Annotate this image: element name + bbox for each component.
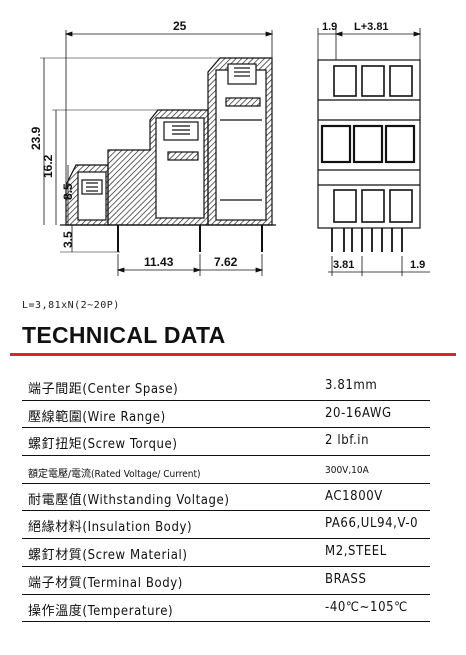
spec-value: 300V,10A [325,465,369,477]
spec-label: 額定電壓/電流(Rated Voltage/ Current) [28,469,201,481]
pitch-formula: L=3,81xN(2~20P) [22,300,120,311]
spec-row-center-spacing: 端子間距(Center Spase) 3.81mm [22,375,452,403]
dim-1-9-top-label: 1.9 [322,21,337,33]
spec-value: -40℃~105℃ [325,599,408,615]
side-view [60,57,276,252]
spec-row-terminal-body: 端子材質(Terminal Body) BRASS [22,569,452,597]
front-view-dimensions: 1.9 L+3.81 3.81 1.9 [317,21,430,276]
spec-label: 壓線範圍(Wire Range) [28,409,166,425]
row-divider [22,427,430,429]
row-divider [22,621,430,623]
dim-16-2-label: 16.2 [41,154,55,178]
spec-value: 2 lbf.in [325,433,370,449]
dim-11-43-label: 11.43 [144,255,174,269]
spec-label: 耐電壓值(Withstanding Voltage) [28,492,230,508]
dim-7-62-label: 7.62 [214,255,238,269]
row-divider [22,399,430,401]
row-divider [22,455,430,457]
spec-table: 端子間距(Center Spase) 3.81mm 壓線範圍(Wire Rang… [22,375,452,624]
spec-value: AC1800V [325,488,383,504]
dim-pitch-top-label: L+3.81 [354,21,389,33]
technical-drawing: 25 23.9 16.2 8.5 3.5 11.43 7.62 [29,19,430,276]
spec-row-wire-range: 壓線範圍(Wire Range) 20-16AWG [22,403,452,431]
section-heading: TECHNICAL DATA [22,322,226,348]
row-divider [22,538,430,540]
spec-label: 螺釘材質(Screw Material) [28,548,188,564]
dim-8-5-label: 8.5 [61,183,75,200]
spec-row-screw-material: 螺釘材質(Screw Material) M2,STEEL [22,541,452,569]
front-view [317,59,421,252]
row-divider [22,593,430,595]
spec-value: 20-16AWG [325,405,392,421]
spec-row-insulation-body: 絕緣材料(Insulation Body) PA66,UL94,V-0 [22,513,452,541]
spec-value: M2,STEEL [325,544,387,560]
spec-label: 螺釘扭矩(Screw Torque) [28,437,178,453]
spec-row-screw-torque: 螺釘扭矩(Screw Torque) 2 lbf.in [22,430,452,458]
dim-1-9-bottom-label: 1.9 [410,259,425,271]
row-divider [22,565,430,567]
spec-value: 3.81mm [325,378,378,393]
side-view-dimensions: 25 23.9 16.2 8.5 3.5 11.43 7.62 [29,19,274,276]
spec-row-withstanding-voltage: 耐電壓值(Withstanding Voltage) AC1800V [22,486,452,514]
dim-23-9-label: 23.9 [29,126,43,150]
heading-underline [10,353,456,356]
spec-label: 端子材質(Terminal Body) [28,575,183,591]
dim-pitch-bottom-label: 3.81 [333,259,354,271]
spec-label: 操作溫度(Temperature) [28,603,174,619]
spec-value: BRASS [325,571,367,587]
row-divider [22,482,430,484]
spec-label: 端子間距(Center Spase) [28,382,179,397]
dim-3-5-label: 3.5 [61,231,75,248]
spec-row-rated-voltage-current: 額定電壓/電流(Rated Voltage/ Current) 300V,10A [22,458,452,486]
spec-label: 絕緣材料(Insulation Body) [28,520,193,536]
spec-row-temperature: 操作溫度(Temperature) -40℃~105℃ [22,597,452,625]
spec-value: PA66,UL94,V-0 [325,516,419,532]
row-divider [22,510,430,512]
dim-width-label: 25 [173,19,187,33]
